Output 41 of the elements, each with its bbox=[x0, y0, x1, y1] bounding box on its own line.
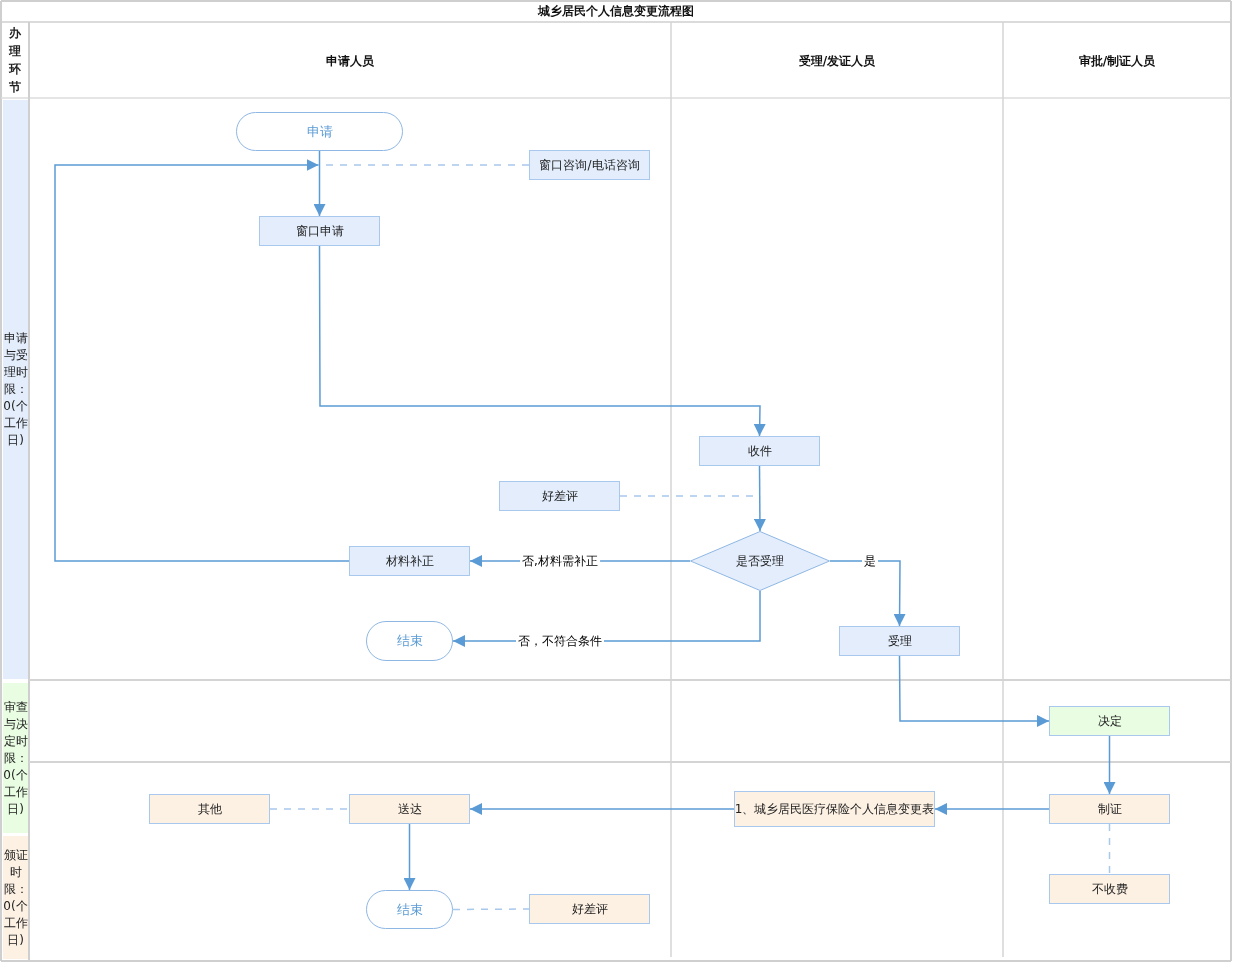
process-box: 受理 bbox=[839, 626, 960, 656]
decision-diamond: 是否受理 bbox=[690, 531, 830, 591]
edge-label: 否，不符合条件 bbox=[516, 634, 604, 648]
process-box: 窗口申请 bbox=[259, 216, 380, 246]
process-box: 窗口咨询/电话咨询 bbox=[529, 150, 650, 180]
arrow bbox=[469, 803, 735, 815]
dashed-connector bbox=[1108, 823, 1111, 875]
process-box: 不收费 bbox=[1049, 874, 1170, 904]
arrow bbox=[934, 803, 1050, 815]
arrow bbox=[829, 560, 906, 627]
process-box: 制证 bbox=[1049, 794, 1170, 824]
dashed-connector bbox=[269, 808, 350, 810]
edge-label: 是 bbox=[862, 554, 878, 568]
dashed-connector bbox=[452, 908, 530, 911]
process-box: 1、城乡居民医疗保险个人信息变更表 bbox=[734, 791, 935, 827]
process-box: 收件 bbox=[699, 436, 820, 466]
arrow bbox=[403, 823, 416, 891]
arrow bbox=[1103, 735, 1116, 795]
process-box: 好差评 bbox=[529, 894, 650, 924]
lane-label: 申请与受理时限：0(个工作日) bbox=[3, 100, 28, 679]
edge-label: 否,材料需补正 bbox=[520, 554, 600, 568]
process-box: 送达 bbox=[349, 794, 470, 824]
arrow bbox=[753, 465, 766, 532]
arrow bbox=[318, 245, 766, 437]
process-box: 材料补正 bbox=[349, 546, 470, 576]
arrow bbox=[54, 159, 350, 562]
column-heading: 受理/发证人员 bbox=[797, 53, 877, 70]
process-box: 好差评 bbox=[499, 481, 620, 511]
column-heading: 审批/制证人员 bbox=[1077, 53, 1157, 70]
process-box: 其他 bbox=[149, 794, 270, 824]
process-box: 决定 bbox=[1049, 706, 1170, 736]
lane-label: 审查与决定时限：0(个工作日) bbox=[3, 683, 28, 833]
lane-label: 颁证时限：0(个工作日) bbox=[3, 836, 28, 959]
diagram-title: 城乡居民个人信息变更流程图 bbox=[536, 3, 695, 20]
terminal-shape: 申请 bbox=[236, 112, 403, 151]
arrow bbox=[898, 655, 1050, 727]
column-heading: 申请人员 bbox=[325, 53, 375, 70]
terminal-shape: 结束 bbox=[366, 621, 453, 661]
arrow bbox=[313, 150, 326, 217]
terminal-shape: 结束 bbox=[366, 890, 453, 929]
lane-heading: 办理环节 bbox=[7, 25, 22, 96]
